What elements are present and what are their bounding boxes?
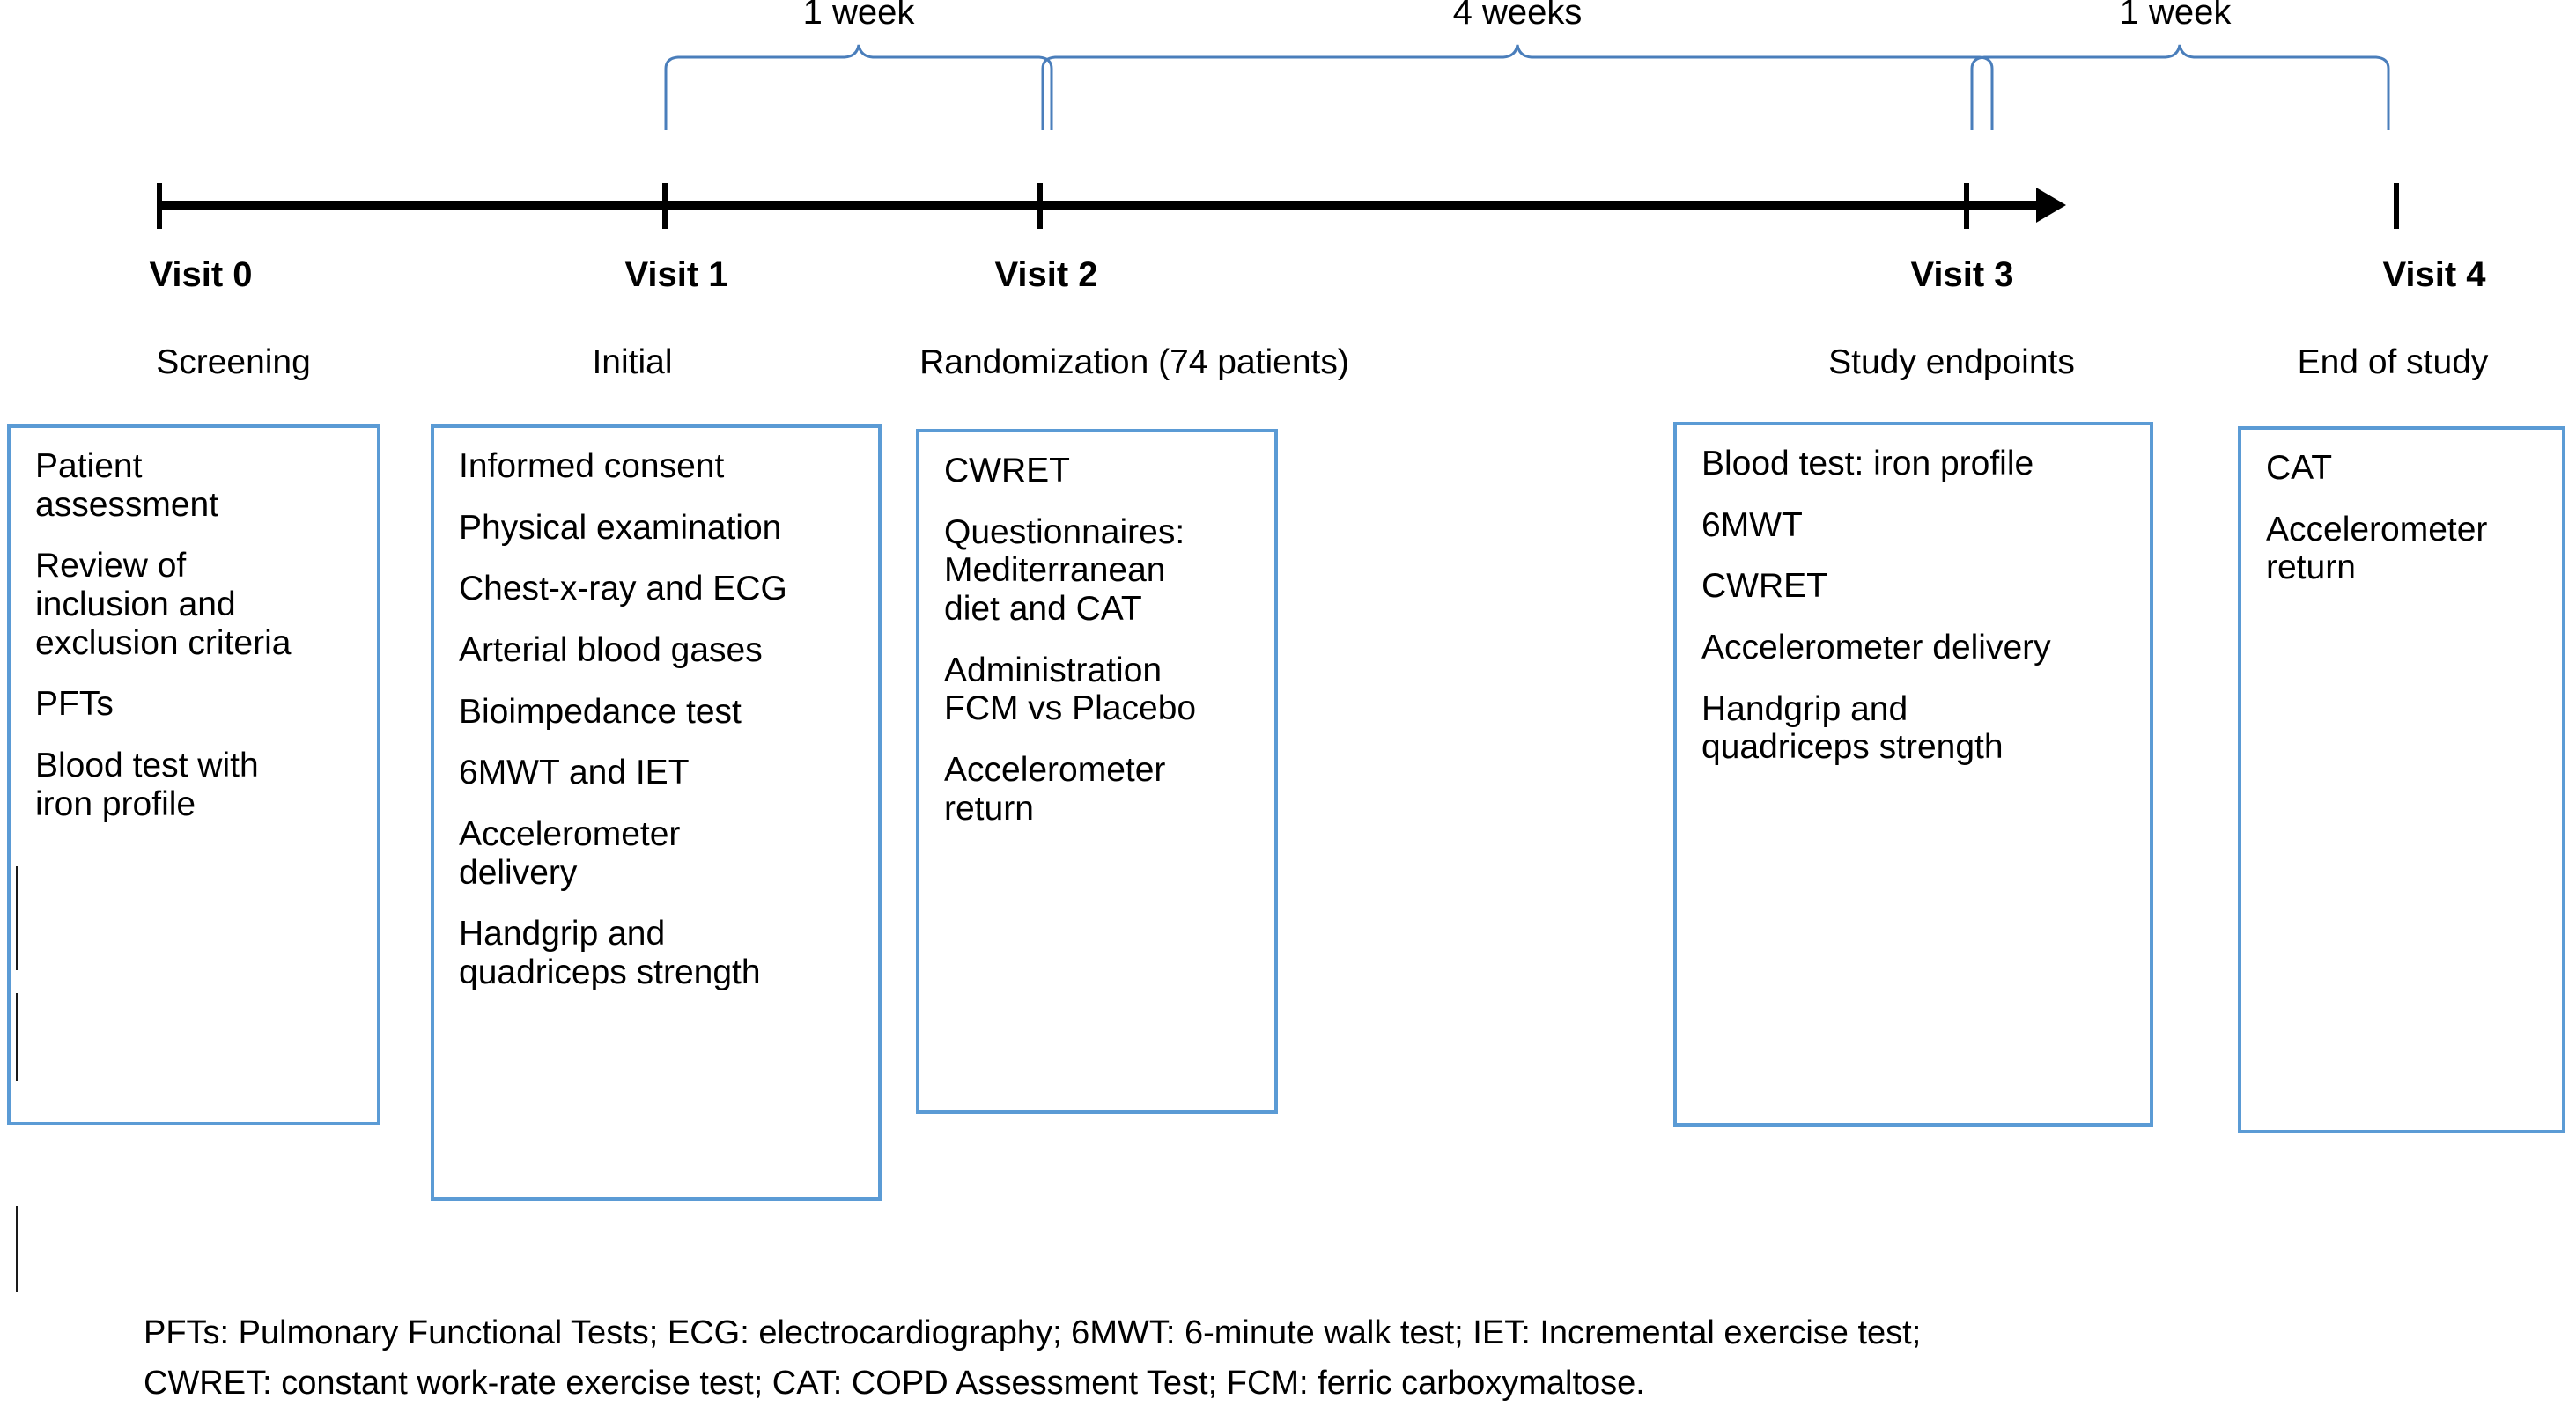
visit-subtitle-3: Study endpoints [1828,343,2075,381]
list-item: Accelerometer delivery [459,815,681,892]
card-item-list-4: CAT Accelerometer return [2241,430,2562,587]
list-item: CWRET [944,452,1070,489]
visit-subtitle-2: Randomization (74 patients) [919,343,1349,381]
visit-card-4: CAT Accelerometer return [2238,426,2565,1133]
visit-subtitle-0: Screening [156,343,311,381]
artifact-mark-3 [16,1206,18,1292]
visit-label-1: Visit 1 [624,255,728,294]
footnote-line-2: CWRET: constant work-rate exercise test;… [144,1365,1645,1402]
duration-brace-2 [1041,44,1994,130]
axis-tick-visit-2 [1037,183,1043,229]
list-item: PFTs [35,685,114,724]
list-item: Handgrip and quadriceps strength [459,915,761,992]
card-item-list-1: Informed consent Physical examination Ch… [434,428,878,992]
list-item: Informed consent [459,447,725,485]
list-item: Accelerometer return [2266,510,2488,587]
list-item: Administration FCM vs Placebo [944,651,1197,728]
timeline-arrowhead [2036,188,2066,223]
duration-brace-1 [664,44,1053,130]
axis-tick-visit-4 [2394,183,2399,229]
card-item-list-0: Patient assessment Review of inclusion a… [11,428,377,823]
list-item: Physical examination [459,508,782,547]
list-item: Blood test with iron profile [35,747,259,823]
duration-label-3: 1 week [2119,0,2232,32]
list-item: Review of inclusion and exclusion criter… [35,547,292,662]
artifact-mark-1 [16,866,18,970]
list-item: CAT [2266,449,2333,487]
list-item: 6MWT [1701,505,1803,544]
visit-card-3: Blood test: iron profile 6MWT CWRET Acce… [1673,422,2153,1127]
visit-card-1: Informed consent Physical examination Ch… [431,424,882,1201]
brace-path-2 [1041,44,1994,130]
list-item: Handgrip and quadriceps strength [1701,689,2004,767]
card-item-list-3: Blood test: iron profile 6MWT CWRET Acce… [1677,425,2150,767]
visit-card-2: CWRET Questionnaires: Mediterranean diet… [916,429,1278,1114]
list-item: Arterial blood gases [459,631,763,670]
visit-subtitle-1: Initial [592,343,673,381]
duration-label-2: 4 weeks [1452,0,1583,32]
list-item: CWRET [1701,567,1827,606]
list-item: Accelerometer return [944,751,1166,828]
list-item: Bioimpedance test [459,692,742,731]
axis-tick-visit-0 [157,183,162,229]
axis-tick-visit-3 [1964,183,1969,229]
list-item: 6MWT and IET [459,754,690,792]
timeline-axis [157,201,2050,210]
duration-brace-3 [1970,44,2390,130]
footnote-line-1: PFTs: Pulmonary Functional Tests; ECG: e… [144,1314,1922,1351]
card-item-list-2: CWRET Questionnaires: Mediterranean diet… [919,432,1274,828]
brace-path-1 [664,44,1053,130]
list-item: Blood test: iron profile [1701,445,2034,482]
brace-path-3 [1970,44,2390,130]
list-item: Chest-x-ray and ECG [459,570,787,608]
artifact-mark-2 [16,993,18,1081]
list-item: Questionnaires: Mediterranean diet and C… [944,512,1185,629]
list-item: Accelerometer delivery [1701,629,2051,667]
visit-subtitle-4: End of study [2297,343,2489,381]
visit-card-0: Patient assessment Review of inclusion a… [7,424,380,1125]
visit-label-0: Visit 0 [149,255,253,294]
visit-label-2: Visit 2 [994,255,1098,294]
list-item: Patient assessment [35,447,219,524]
visit-label-4: Visit 4 [2382,255,2486,294]
visit-label-3: Visit 3 [1910,255,2014,294]
axis-tick-visit-1 [662,183,668,229]
duration-label-1: 1 week [802,0,915,32]
